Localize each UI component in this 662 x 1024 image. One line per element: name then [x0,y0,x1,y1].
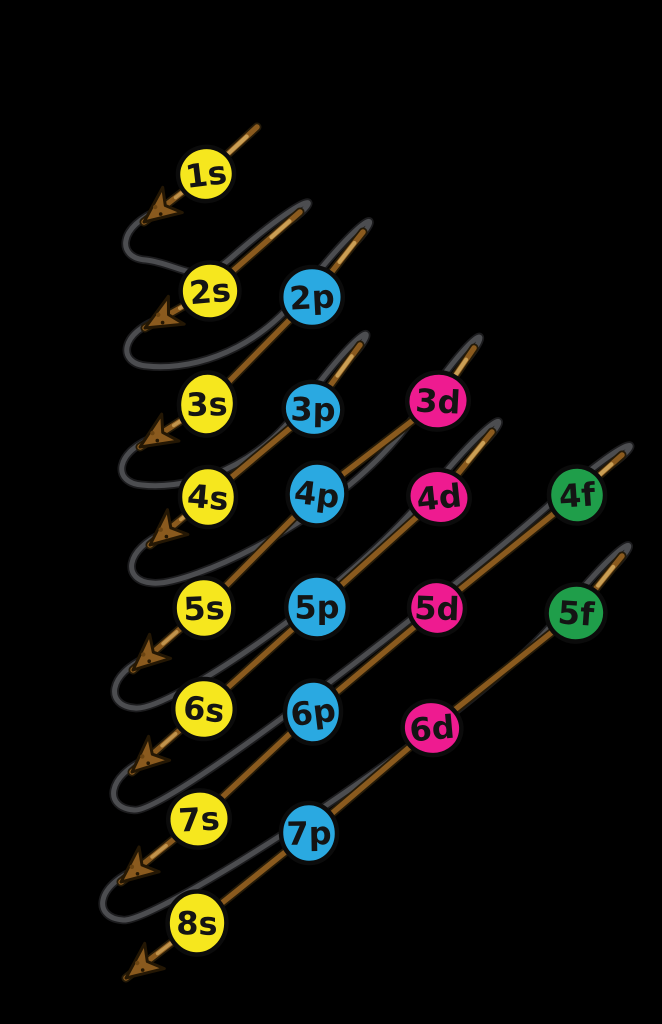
orbital-label-4f: 4f [558,475,598,516]
orbital-label-6p: 6p [288,691,337,734]
arrow-shaft-layer [116,122,627,983]
arrowhead-layer [119,185,190,980]
orbital-3s: 3s [176,370,238,438]
connector-7-8 [98,541,634,925]
orbital-5d: 5d [406,578,468,638]
orbital-circle-8s [165,889,229,957]
orbital-3p: 3p [281,379,345,439]
orbital-circle-7p [278,800,340,866]
orbital-2s: 2s [178,260,242,322]
arrowhead-1 [142,185,184,224]
orbital-circle-7s [166,788,232,850]
orbital-label-7p: 7p [286,814,332,853]
orbital-label-4d: 4d [415,476,464,519]
arrowhead-5 [131,632,173,672]
orbital-circle-3s [176,370,238,438]
shaft-highlight [155,940,174,956]
orbital-1s: 1s [175,144,237,204]
orbital-circle-3p [281,379,345,439]
orbital-label-5p: 5p [294,589,339,627]
orbital-circle-1s [175,144,237,204]
shaft-highlight [161,630,179,646]
orbital-4d: 4d [406,467,472,527]
orbital-layer: 1s 2s 2p 3s 3p 3d 4s 4p 4d 4f 5s 5p 5d 5f 6s 6p 6d 7s 7p 8s [165,144,608,957]
shaft-highlight [160,731,178,748]
orbital-2p: 2p [278,264,346,330]
orbital-label-5s: 5s [183,589,226,628]
orbital-label-4p: 4p [292,473,341,516]
shaft-highlight [466,440,486,464]
arrowhead-2 [143,294,186,330]
orbital-circle-4f [546,464,608,526]
orbital-5f: 5f [544,582,608,644]
shaft-highlight [269,219,292,240]
orbital-circle-2p [278,264,346,330]
orbital-5p: 5p [283,573,351,641]
orbital-label-1s: 1s [183,153,229,196]
orbital-7p: 7p [278,800,340,866]
orbital-circle-6d [400,698,464,758]
arrowhead-4 [148,508,190,547]
orbital-circle-4p [285,460,349,528]
orbital-4f: 4f [546,464,608,526]
shaft-highlight [150,843,168,859]
arrowhead-7 [119,845,161,884]
orbital-circle-6s [170,676,238,742]
arrowhead-8 [124,941,166,980]
orbital-circle-5f [544,582,608,644]
orbital-3d: 3d [404,370,472,432]
orbital-8s: 8s [165,889,229,957]
orbital-circle-4d [406,467,472,527]
orbital-label-3d: 3d [414,381,461,421]
orbital-label-5d: 5d [414,589,460,629]
connector-2-3 [122,217,374,371]
orbital-circle-2s [178,260,242,322]
arrow-shaft-3 [135,227,368,452]
shaft-highlight [337,241,357,264]
shaft-highlight [227,134,249,155]
orbital-6s: 6s [170,676,238,742]
orbital-label-8s: 8s [176,904,218,943]
orbital-circle-4s [177,464,239,530]
orbital-label-6d: 6d [408,708,456,750]
orbital-label-7s: 7s [177,799,220,839]
shaft-highlight [335,354,354,378]
orbital-circle-5d [406,578,468,638]
orbital-circle-3d [404,370,472,432]
orbital-label-6s: 6s [181,688,226,730]
arrowhead-3 [138,412,181,449]
orbital-circle-5p [283,573,351,641]
shaft-highlight [596,564,616,588]
orbital-7s: 7s [166,788,232,850]
orbital-4s: 4s [177,464,239,530]
connector-4-5 [127,332,485,588]
connector-6-7 [109,441,635,815]
orbital-label-2p: 2p [288,277,335,317]
orbital-circle-6p [282,678,344,746]
orbital-4p: 4p [285,460,349,528]
orbital-label-4s: 4s [186,477,230,518]
orbital-label-2s: 2s [188,271,232,312]
orbital-6p: 6p [282,678,344,746]
orbital-label-5f: 5f [557,593,597,634]
connector-3-4 [117,329,371,490]
orbital-circle-5s [172,575,236,641]
orbital-5s: 5s [172,575,236,641]
orbital-label-3p: 3p [290,390,336,429]
orbital-6d: 6d [400,698,464,758]
arrowhead-6 [130,734,172,774]
orbital-label-3s: 3s [186,385,228,424]
